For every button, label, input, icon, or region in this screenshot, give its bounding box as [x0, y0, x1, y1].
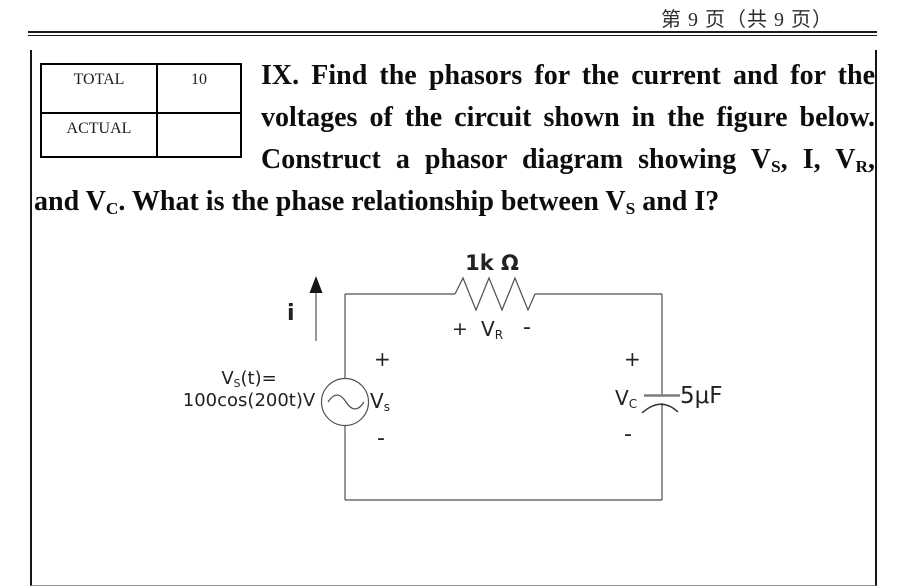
source-voltage-label: Vs — [370, 389, 390, 413]
resistor-voltage-label: VR — [481, 317, 503, 341]
capacitor-curved-plate — [641, 403, 679, 414]
sine-wave-icon — [327, 394, 365, 410]
question-line-1: IX. Find the phasors for the current and… — [261, 60, 875, 91]
question-line-4-text-c: and I? — [635, 186, 720, 217]
question-line-4-sub-a: C — [105, 198, 119, 218]
source-expression: VS(t)= 100cos(200t)V — [178, 368, 320, 412]
resistor-voltage-sub: R — [494, 328, 504, 343]
content-frame-border — [30, 50, 877, 586]
question-line-3-sub-a: S — [771, 156, 781, 176]
source-expr-rest: (t)= — [240, 368, 277, 389]
question-line-3-text-a: Construct a phasor diagram showing V — [261, 144, 772, 175]
capacitor-voltage-sub: C — [628, 397, 638, 412]
resistor-voltage-v: V — [481, 317, 495, 341]
score-row-total: TOTAL 10 — [40, 63, 242, 114]
source-voltage-v: V — [370, 389, 384, 413]
score-value-actual — [156, 112, 242, 158]
header-double-rule — [28, 31, 877, 36]
capacitor-minus-sign: - — [624, 422, 632, 447]
source-plus-sign: + — [374, 347, 391, 371]
question-line-4: and VC. What is the phase relationship b… — [34, 187, 834, 217]
page-number-label: 第 9 页（共 9 页） — [661, 9, 833, 31]
resistor-minus-sign: - — [523, 315, 531, 340]
question-line-3-text-c: , — [868, 144, 875, 175]
source-expression-line-2: 100cos(200t)V — [182, 390, 316, 411]
question-line-4-text-b: . What is the phase relationship between… — [118, 186, 626, 217]
current-arrow-icon — [309, 276, 323, 341]
capacitor-plus-sign: + — [624, 347, 641, 371]
resistor-symbol — [454, 276, 536, 312]
question-line-3: Construct a phasor diagram showing VS, I… — [261, 145, 875, 175]
capacitor-voltage-v: V — [615, 386, 629, 410]
score-value-total: 10 — [156, 63, 242, 114]
source-expression-line-1: VS(t)= — [178, 368, 320, 390]
score-row-actual: ACTUAL — [40, 112, 242, 158]
question-line-3-sub-b: R — [855, 156, 868, 176]
score-label-total: TOTAL — [40, 63, 158, 114]
capacitor-value-label: 5μF — [680, 383, 723, 409]
source-minus-sign: - — [377, 426, 385, 451]
source-expr-sub: S — [233, 377, 241, 391]
resistor-plus-sign: + — [452, 318, 468, 340]
source-expr-v: V — [221, 368, 234, 389]
source-voltage-sub: s — [383, 400, 390, 415]
capacitor-voltage-label: VC — [615, 386, 637, 410]
score-table: TOTAL 10 ACTUAL — [40, 63, 242, 158]
question-line-3-text-b: , I, V — [780, 144, 856, 175]
question-line-4-sub-b: S — [625, 198, 636, 218]
question-line-2: voltages of the circuit shown in the fig… — [261, 102, 875, 133]
score-label-actual: ACTUAL — [40, 112, 158, 158]
current-label: i — [287, 301, 295, 326]
question-line-4-text-a: and V — [34, 186, 106, 217]
resistor-value-label: 1k Ω — [465, 251, 519, 275]
